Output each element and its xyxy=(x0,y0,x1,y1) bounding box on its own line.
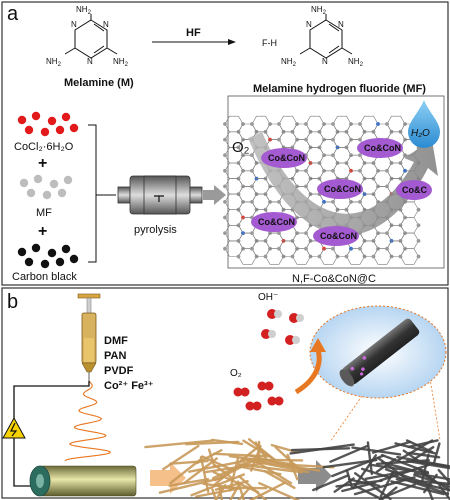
site-3-label: Co&CoN xyxy=(324,184,361,194)
product-label: N,F-Co&CoN@C xyxy=(292,273,376,285)
mf-hf-fragment: F-H xyxy=(262,38,277,48)
mf-nh2-left: NH2 xyxy=(281,57,297,68)
syringe xyxy=(77,293,101,381)
oer-orr-arrowhead xyxy=(310,338,326,352)
hydroxide-ions xyxy=(261,309,304,345)
solution-components: DMF PAN PVDF Co²⁺ Fe³⁺ xyxy=(104,335,154,392)
oxygen-label: O₂ xyxy=(230,368,242,379)
zoom-line-right xyxy=(429,377,441,441)
solution-item-1: DMF xyxy=(104,335,128,347)
co-con-sites: Co&CoN Co&CoN Co&CoN Co&C Co&CoN Co&CoN xyxy=(251,138,432,246)
site-1-label: Co&CoN xyxy=(268,153,305,163)
cobalt-salt-dots xyxy=(17,111,79,137)
site-6: Co&CoN xyxy=(313,226,359,246)
site-6-label: Co&CoN xyxy=(320,231,357,241)
single-carbon-fiber xyxy=(339,318,420,387)
reaction-arrowhead xyxy=(228,39,236,45)
carbonized-fiber-mat xyxy=(289,439,450,500)
circuit-wire xyxy=(13,381,90,487)
plus-sign-1: + xyxy=(38,155,47,172)
melamine-nh2-right: NH2 xyxy=(113,57,129,68)
panel-b: b DMF PAN PVDF Co²⁺ Fe³⁺ xyxy=(1,287,450,500)
site-4: Co&C xyxy=(396,180,432,200)
plus-sign-2: + xyxy=(38,223,47,240)
oxygen-molecules xyxy=(233,381,284,411)
mf-nh2-right: NH2 xyxy=(348,57,364,68)
site-2-label: Co&CoN xyxy=(364,143,401,153)
h2o-label: H₂O xyxy=(411,128,430,139)
mf-ring-n-1: N xyxy=(338,20,344,29)
collection-arrow xyxy=(150,462,186,494)
melamine-nh2-top: NH2 xyxy=(76,5,92,16)
melamine-label: Melamine (M) xyxy=(64,77,134,89)
oer-orr-arrow xyxy=(294,349,322,395)
panel-a-border xyxy=(1,1,449,286)
mf-structure xyxy=(299,14,353,59)
site-3: Co&CoN xyxy=(317,179,363,199)
hydroxide-label: OH⁻ xyxy=(258,292,278,303)
melamine-ring-n-1: N xyxy=(103,20,109,29)
fiber-zoom-bubble xyxy=(309,305,447,399)
mf-powder-dots xyxy=(19,174,73,200)
melamine-ring-n-2: N xyxy=(87,57,93,66)
solution-item-4: Co²⁺ Fe³⁺ xyxy=(104,380,154,392)
mf-nh2-top: NH2 xyxy=(311,5,327,16)
electrospinning-jet xyxy=(64,380,112,462)
carbon-black-dots xyxy=(17,243,79,269)
water-drop-icon: H₂O xyxy=(408,100,440,148)
melamine-structure xyxy=(64,14,118,59)
collector-drum xyxy=(29,465,137,497)
site-4-label: Co&C xyxy=(402,185,427,195)
melamine-nh2-left: NH2 xyxy=(46,57,62,68)
reaction-arrow-label: HF xyxy=(186,27,201,39)
panel-b-border xyxy=(1,287,449,499)
mf-powder-label: MF xyxy=(36,207,52,219)
carbon-black-label: Carbon black xyxy=(12,271,77,283)
tube-furnace xyxy=(117,175,203,215)
site-2: Co&CoN xyxy=(357,138,403,158)
product-frame xyxy=(227,95,445,269)
mf-label: Melamine hydrogen fluoride (MF) xyxy=(253,83,426,95)
solution-item-2: PAN xyxy=(104,350,126,362)
pyrolysis-arrow xyxy=(203,185,226,205)
pyrolysis-label: pyrolysis xyxy=(134,224,177,236)
panel-a-label: a xyxy=(7,3,19,25)
mixing-bracket xyxy=(88,124,116,263)
panel-a: a NH2 NH2 NH2 N N N Melamine (M) HF xyxy=(1,1,449,286)
site-1: Co&CoN xyxy=(261,148,307,168)
mf-ring-n-2: N xyxy=(322,57,328,66)
zoom-line-left xyxy=(329,395,363,443)
mf-ring-n-3: N xyxy=(306,20,312,29)
cobalt-salt-label: CoCl₂·6H₂O xyxy=(14,141,74,153)
reaction-arc-arrow xyxy=(248,132,438,236)
solution-item-3: PVDF xyxy=(104,365,134,377)
melamine-ring-n-3: N xyxy=(71,20,77,29)
o2-label-a: O₂ xyxy=(232,139,250,156)
high-voltage-icon xyxy=(2,416,26,439)
site-5: Co&CoN xyxy=(251,212,297,232)
panel-b-label: b xyxy=(7,291,18,313)
site-5-label: Co&CoN xyxy=(258,217,295,227)
